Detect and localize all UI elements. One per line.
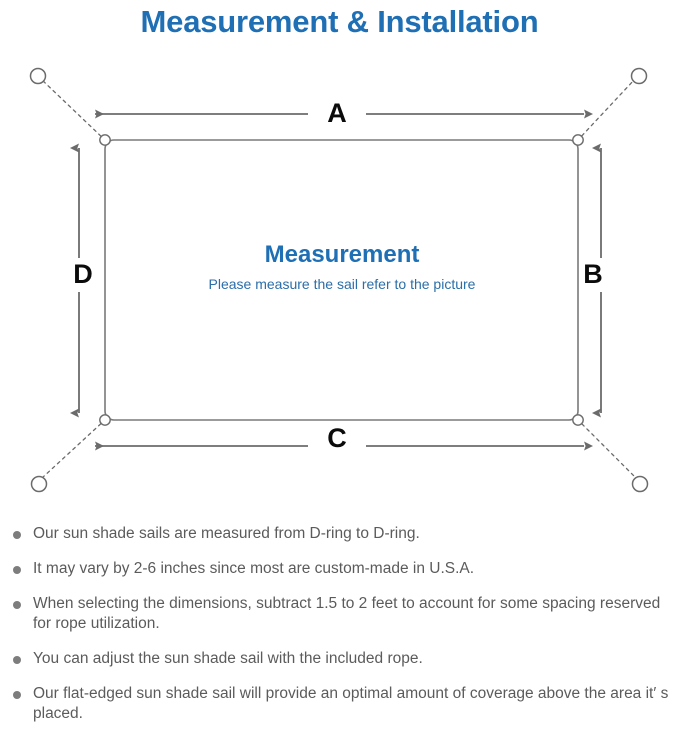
measurement-diagram: Measurement Please measure the sail refe… (0, 50, 679, 520)
bullet-icon (13, 531, 21, 539)
list-item: Our sun shade sails are measured from D-… (0, 524, 679, 544)
list-item: When selecting the dimensions, subtract … (0, 594, 679, 634)
anchor-point-top-right (630, 67, 648, 85)
dimension-label-d: D (73, 259, 93, 289)
list-item: You can adjust the sun shade sail with t… (0, 649, 679, 669)
anchor-point-bottom-left (30, 475, 48, 493)
anchor-point-top-left (29, 67, 47, 85)
note-text: You can adjust the sun shade sail with t… (33, 650, 423, 667)
rope-line-bottom-right (576, 418, 637, 479)
rope-line-top-left (40, 78, 107, 142)
diagram-canvas (29, 67, 649, 493)
note-text: When selecting the dimensions, subtract … (33, 595, 661, 632)
d-ring-top-right (572, 134, 584, 146)
note-text: It may vary by 2-6 inches since most are… (33, 560, 475, 577)
d-ring-top-left (99, 134, 111, 146)
bullet-icon (13, 656, 21, 664)
sail-body (104, 139, 579, 421)
d-ring-bottom-left (99, 414, 111, 426)
list-item: Our flat-edged sun shade sail will provi… (0, 684, 679, 724)
note-text: Our sun shade sails are measured from D-… (33, 525, 420, 542)
rope-line-top-right (576, 78, 636, 142)
list-item: It may vary by 2-6 inches since most are… (0, 559, 679, 579)
note-text: Our flat-edged sun shade sail will provi… (33, 685, 669, 722)
dimension-label-b: B (583, 259, 603, 289)
anchor-point-bottom-right (631, 475, 649, 493)
page-title: Measurement & Installation (140, 4, 539, 39)
d-ring-bottom-right (572, 414, 584, 426)
dimension-label-a: A (327, 98, 347, 128)
bullet-icon (13, 566, 21, 574)
dimension-label-c: C (327, 423, 347, 453)
bullet-icon (13, 691, 21, 699)
notes-list: Our sun shade sails are measured from D-… (0, 524, 679, 724)
bullet-icon (13, 601, 21, 609)
rope-line-bottom-left (41, 418, 107, 479)
